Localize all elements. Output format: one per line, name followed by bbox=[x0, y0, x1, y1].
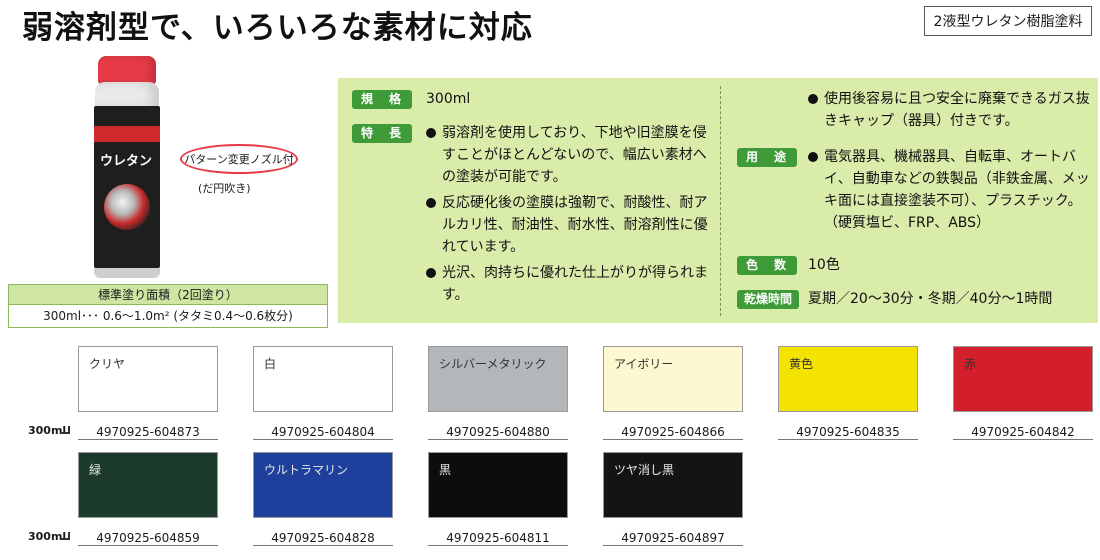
color-swatch: アイボリー bbox=[603, 346, 743, 412]
feature-item: 使用後容易に且つ安全に廃棄できるガス抜きキャップ（器具）付きです。 bbox=[808, 88, 1094, 132]
product-code: 4970925-604873 bbox=[78, 424, 218, 440]
can-shoulder bbox=[95, 82, 159, 108]
color-swatch: ウルトラマリン bbox=[253, 452, 393, 518]
standard-value: 300ml bbox=[426, 91, 471, 107]
swatch-label: ウルトラマリン bbox=[264, 463, 349, 477]
color-swatch: シルバーメタリック bbox=[428, 346, 568, 412]
can-cap bbox=[98, 56, 156, 84]
swatch-label: ツヤ消し黒 bbox=[614, 463, 675, 477]
swatch-label: クリヤ bbox=[89, 357, 126, 371]
size-arrow-icon bbox=[60, 532, 70, 540]
spray-can-image: ウレタン bbox=[94, 56, 160, 278]
spec-divider bbox=[720, 86, 721, 316]
category-tag: 2液型ウレタン樹脂塗料 bbox=[924, 6, 1092, 36]
nozzle-badge: パターン変更ノズル付 bbox=[180, 144, 298, 174]
product-code: 4970925-604842 bbox=[953, 424, 1093, 440]
color-swatch: 緑 bbox=[78, 452, 218, 518]
page-title: 弱溶剤型で、いろいろな素材に対応 bbox=[22, 10, 533, 46]
bullet-icon bbox=[426, 268, 436, 278]
label-features: 特 長 bbox=[352, 124, 412, 143]
feature-item: 反応硬化後の塗膜は強靭で、耐酸性、耐アルカリ性、耐油性、耐水性、耐溶剤性に優れて… bbox=[426, 192, 708, 258]
swatch-label: 白 bbox=[264, 357, 277, 371]
coverage-box: 標準塗り面積（2回塗り） 300ml･･･ 0.6～1.0m² (タタミ0.4～… bbox=[8, 284, 328, 328]
size-label: 300ml bbox=[28, 424, 67, 437]
color-swatch: 赤 bbox=[953, 346, 1093, 412]
feature-item: 光沢、肉持ちに優れた仕上がりが得られます。 bbox=[426, 262, 708, 306]
product-code: 4970925-604828 bbox=[253, 530, 393, 546]
product-code: 4970925-604866 bbox=[603, 424, 743, 440]
swatch-label: 黒 bbox=[439, 463, 452, 477]
spec-panel bbox=[338, 78, 1098, 323]
label-usage: 用 途 bbox=[737, 148, 797, 167]
label-color-count: 色 数 bbox=[737, 256, 797, 275]
features-list: 弱溶剤を使用しており、下地や旧塗膜を侵すことがほとんどないので、幅広い素材への塗… bbox=[426, 122, 708, 310]
product-code: 4970925-604880 bbox=[428, 424, 568, 440]
size-label: 300ml bbox=[28, 530, 67, 543]
bullet-icon bbox=[426, 198, 436, 208]
product-code: 4970925-604835 bbox=[778, 424, 918, 440]
product-code: 4970925-604897 bbox=[603, 530, 743, 546]
size-arrow-icon bbox=[60, 426, 70, 434]
feature-item: 弱溶剤を使用しており、下地や旧塗膜を侵すことがほとんどないので、幅広い素材への塗… bbox=[426, 122, 708, 188]
color-swatch: クリヤ bbox=[78, 346, 218, 412]
color-count-value: 10色 bbox=[808, 257, 840, 273]
color-swatch: 黒 bbox=[428, 452, 568, 518]
can-bottom bbox=[94, 268, 160, 278]
swatch-label: アイボリー bbox=[614, 357, 674, 371]
bullet-icon bbox=[426, 128, 436, 138]
swatch-label: シルバーメタリック bbox=[439, 357, 547, 371]
swatch-label: 赤 bbox=[964, 357, 977, 371]
features-list-continued: 使用後容易に且つ安全に廃棄できるガス抜きキャップ（器具）付きです。 bbox=[808, 88, 1094, 136]
can-body: ウレタン bbox=[94, 106, 160, 268]
drying-time-value: 夏期／20～30分・冬期／40分～1時間 bbox=[808, 291, 1053, 307]
can-brand-text: ウレタン bbox=[100, 154, 153, 169]
swatch-label: 緑 bbox=[89, 463, 102, 477]
product-code: 4970925-604804 bbox=[253, 424, 393, 440]
coverage-title: 標準塗り面積（2回塗り） bbox=[9, 285, 327, 305]
product-code: 4970925-604811 bbox=[428, 530, 568, 546]
swatch-label: 黄色 bbox=[789, 357, 814, 371]
bullet-icon bbox=[808, 152, 818, 162]
bullet-icon bbox=[808, 94, 818, 104]
color-swatch: 黄色 bbox=[778, 346, 918, 412]
color-swatch: 白 bbox=[253, 346, 393, 412]
label-standard: 規 格 bbox=[352, 90, 412, 109]
product-code: 4970925-604859 bbox=[78, 530, 218, 546]
usage-list: 電気器具、機械器具、自転車、オートバイ、自動車などの鉄製品（非鉄金属、メッキ面に… bbox=[808, 146, 1094, 238]
color-swatch: ツヤ消し黒 bbox=[603, 452, 743, 518]
usage-item: 電気器具、機械器具、自転車、オートバイ、自動車などの鉄製品（非鉄金属、メッキ面に… bbox=[808, 146, 1094, 234]
can-stripe bbox=[94, 126, 160, 142]
can-graphic bbox=[104, 184, 150, 230]
nozzle-note: (だ円吹き) bbox=[198, 182, 251, 195]
label-drying-time: 乾燥時間 bbox=[737, 290, 799, 309]
coverage-value: 300ml･･･ 0.6～1.0m² (タタミ0.4～0.6枚分) bbox=[9, 305, 327, 327]
